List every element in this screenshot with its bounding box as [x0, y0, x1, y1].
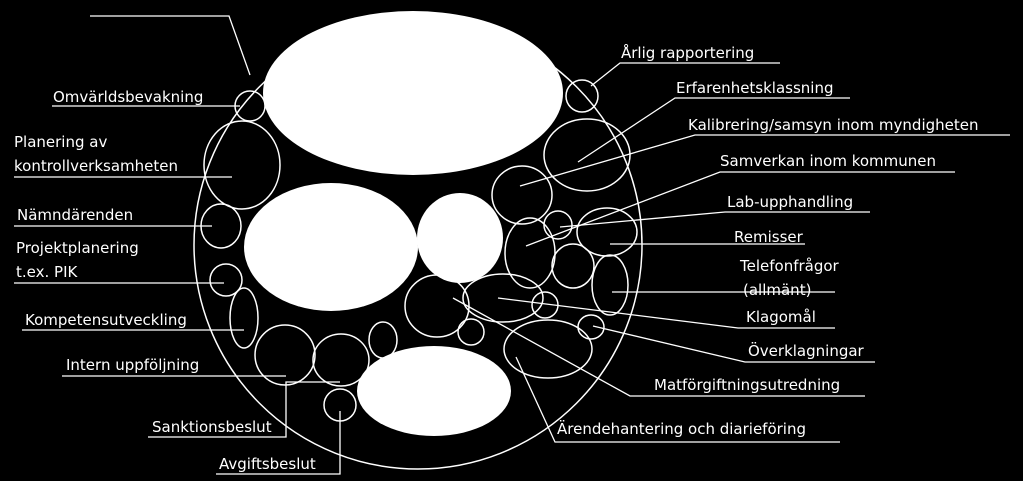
circle-small-right [551, 243, 595, 289]
leader-line-sanktionsbeslut [148, 381, 340, 438]
label-projektplanering-line2: t.ex. PIK [16, 263, 78, 281]
label-telefonfragor-line1: Telefonfrågor [739, 257, 840, 275]
label-omvarldsbevakning: Omvärldsbevakning [53, 88, 203, 106]
circle-small-bottom-b [457, 318, 485, 346]
label-overklagningar: Överklagningar [748, 341, 865, 360]
leader-line-top [90, 15, 251, 76]
label-avgiftsbeslut: Avgiftsbeslut [219, 455, 316, 473]
circle-arlig-rapportering [565, 79, 599, 113]
circle-erfarenhetsklassning [543, 118, 631, 192]
label-projektplanering-line1: Projektplanering [16, 239, 139, 257]
label-planering-line2: kontrollverksamheten [14, 157, 178, 175]
label-erfarenhetsklassning: Erfarenhetsklassning [676, 79, 834, 97]
leader-line-matforgiftning [452, 297, 865, 397]
label-planering-line1: Planering av [14, 133, 107, 151]
leader-line-avgiftsbeslut [216, 411, 341, 475]
large-white-ellipse-top [263, 11, 563, 175]
circle-planering [203, 120, 281, 210]
label-kompetensutveckling: Kompetensutveckling [25, 311, 187, 329]
circle-matforgiftning [404, 274, 470, 338]
label-intern-uppfoljning: Intern uppföljning [66, 356, 199, 374]
label-matforgiftning: Matförgiftningsutredning [654, 376, 840, 394]
circle-lab-upphandling [543, 210, 573, 240]
large-white-ellipse-left [244, 183, 418, 311]
large-white-ellipse-bottom [357, 346, 511, 436]
leader-line-arlig-rapportering [590, 62, 780, 87]
label-klagomal: Klagomål [746, 308, 816, 326]
label-kalibrering: Kalibrering/samsyn inom myndigheten [688, 116, 978, 134]
label-lab-upphandling: Lab-upphandling [727, 193, 853, 211]
circle-kompetensutveckling [229, 287, 259, 349]
leader-line-kalibrering [519, 134, 1010, 187]
label-arlig-rapportering: Årlig rapportering [621, 43, 754, 62]
leader-line-lab-upphandling [559, 211, 870, 228]
leader-line-klagomal [497, 297, 835, 329]
circle-arendehantering [503, 319, 593, 379]
circle-intern-uppfoljning [254, 324, 316, 386]
leader-line-overklagningar [592, 325, 875, 363]
label-remisser: Remisser [734, 228, 804, 246]
label-telefonfragor-line2: (allmänt) [743, 281, 811, 299]
circle-small-bottom-a [368, 321, 398, 359]
circle-kalibrering [491, 165, 553, 225]
circle-klagomal [462, 273, 544, 323]
label-samverkan: Samverkan inom kommunen [720, 152, 936, 170]
label-arendehantering: Ärendehantering och diarieföring [557, 419, 806, 438]
label-namndarenden: Nämndärenden [17, 206, 133, 224]
circle-telefonfragor [591, 254, 629, 316]
leader-line-arendehantering [515, 356, 840, 443]
white-circle-center [417, 193, 503, 283]
circle-sanktionsbeslut [312, 333, 370, 387]
circle-overklagningar [577, 314, 605, 340]
label-sanktionsbeslut: Sanktionsbeslut [152, 418, 272, 436]
leader-line-erfarenhetsklassning [577, 97, 850, 163]
leader-line-samverkan [525, 171, 955, 247]
circle-samverkan [504, 217, 556, 289]
circle-projektplanering [209, 263, 243, 297]
